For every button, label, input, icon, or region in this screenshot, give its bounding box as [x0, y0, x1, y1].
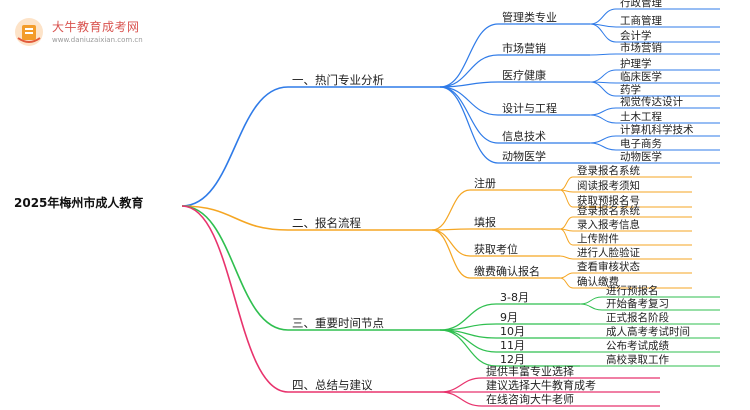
leaf-2-4-2: 确认缴费 [577, 275, 619, 288]
leaf-connector-1-3-3 [589, 81, 617, 97]
topic-connector-2-3 [431, 229, 471, 257]
leaf-1-1-1: 行政管理 [620, 0, 662, 9]
topic-2-4: 缴费确认报名 [474, 264, 540, 278]
leaf-3-3-1: 成人高考考试时间 [606, 325, 690, 338]
leaf-2-3-1: 进行人脸验证 [577, 246, 640, 259]
brand-logo: 大牛教育成考网 www.daniuzaixian.com.cn [14, 14, 154, 50]
topic-connector-3-1 [439, 303, 497, 331]
leaf-3-1-1: 进行预报名 [606, 284, 659, 297]
brand-url: www.daniuzaixian.com.cn [52, 36, 143, 44]
branch-1-label: 一、热门专业分析 [292, 73, 384, 87]
leaf-3-2-1: 正式报名阶段 [606, 311, 669, 324]
topic-connector-3-5 [439, 329, 497, 367]
topic-1-2: 市场营销 [502, 41, 546, 55]
leaf-2-1-1: 登录报名系统 [577, 164, 640, 177]
leaf-connector-3-1-2 [579, 303, 603, 311]
topic-1-6: 动物医学 [502, 149, 546, 163]
branch-connector-2 [181, 205, 289, 231]
branch-2-label: 二、报名流程 [292, 216, 361, 230]
topic-connector-4-3 [439, 391, 483, 407]
leaf-1-3-3: 药学 [620, 83, 641, 96]
leaf-2-1-2: 阅读报考须知 [577, 179, 640, 192]
topic-connector-1-2 [439, 54, 499, 88]
topic-1-1: 管理类专业 [502, 10, 557, 24]
branch-connector-3 [181, 205, 289, 331]
topic-1-3: 医疗健康 [502, 68, 546, 82]
leaf-1-3-2: 临床医学 [620, 70, 662, 83]
branch-connector-4 [181, 205, 289, 393]
leaf-3-1-2: 开始备考复习 [606, 297, 669, 310]
leaf-3-5-1: 高校录取工作 [606, 353, 669, 366]
leaf-connector-2-3-1 [559, 255, 574, 260]
topic-3-5: 12月 [500, 353, 525, 366]
root-node: 2025年梅州市成人教育 [14, 195, 143, 210]
leaf-connector-2-1-1 [559, 176, 574, 191]
topic-4-2: 建议选择大牛教育成考 [486, 378, 596, 392]
topic-connector-1-3 [439, 81, 499, 88]
topic-2-2: 填报 [474, 215, 496, 229]
leaf-1-4-2: 土木工程 [620, 110, 662, 123]
leaf-1-3-1: 护理学 [620, 57, 652, 70]
topic-connector-1-4 [439, 86, 499, 116]
leaf-1-2-1: 市场营销 [620, 41, 662, 54]
topic-connector-2-4 [431, 229, 471, 279]
leaf-1-6-1: 动物医学 [620, 150, 662, 163]
leaf-connector-2-1-3 [559, 189, 574, 208]
topic-4-1: 提供丰富专业选择 [486, 364, 574, 378]
topic-2-3: 获取考位 [474, 242, 518, 256]
leaf-connector-1-1-3 [589, 23, 617, 43]
leaf-connector-1-5-1 [589, 135, 617, 144]
leaf-connector-1-2-1 [589, 53, 617, 56]
leaf-3-4-1: 公布考试成绩 [606, 339, 669, 352]
leaf-connector-1-1-1 [589, 8, 617, 25]
topic-connector-4-1 [439, 377, 483, 393]
leaf-connector-2-2-1 [559, 216, 574, 230]
topic-connector-2-1 [431, 189, 471, 231]
topic-3-4: 11月 [500, 339, 525, 352]
branch-3-label: 三、重要时间节点 [292, 316, 384, 330]
leaf-1-5-1: 计算机科学技术 [620, 123, 694, 136]
topic-connector-1-6 [439, 86, 499, 164]
leaf-connector-3-1-1 [579, 296, 603, 305]
topic-1-5: 信息技术 [502, 129, 546, 143]
topic-3-2: 9月 [500, 311, 518, 324]
leaf-connector-2-4-1 [559, 272, 574, 279]
leaf-2-1-3: 获取预报名号 [577, 194, 640, 207]
topic-3-3: 10月 [500, 325, 525, 338]
leaf-connector-2-2-3 [559, 228, 574, 246]
leaf-connector-2-4-2 [559, 277, 574, 289]
leaf-2-2-3: 上传附件 [577, 232, 619, 245]
topic-connector-1-5 [439, 86, 499, 144]
topic-3-1: 3-8月 [500, 291, 529, 304]
branch-4-label: 四、总结与建议 [292, 378, 373, 392]
leaf-2-4-1: 查看审核状态 [577, 260, 640, 273]
leaf-connector-1-3-1 [589, 69, 617, 83]
leaf-1-4-1: 视觉传达设计 [620, 95, 683, 108]
topic-4-3: 在线咨询大牛老师 [486, 392, 574, 406]
topic-2-1: 注册 [474, 176, 496, 190]
brand-badge-icon [15, 18, 43, 46]
brand-name: 大牛教育成考网 [52, 20, 140, 34]
leaf-connector-1-4-1 [589, 107, 617, 116]
leaf-2-2-1: 登录报名系统 [577, 204, 640, 217]
leaf-2-2-2: 录入报考信息 [577, 218, 640, 231]
leaf-connector-1-4-2 [589, 114, 617, 124]
topic-connector-1-1 [439, 23, 499, 88]
branch-connector-1 [181, 86, 289, 207]
leaf-1-1-3: 会计学 [620, 29, 652, 42]
leaf-connector-1-5-2 [589, 142, 617, 151]
leaf-1-1-2: 工商管理 [620, 14, 662, 27]
topic-1-4: 设计与工程 [502, 102, 557, 115]
leaf-1-5-2: 电子商务 [620, 137, 662, 150]
